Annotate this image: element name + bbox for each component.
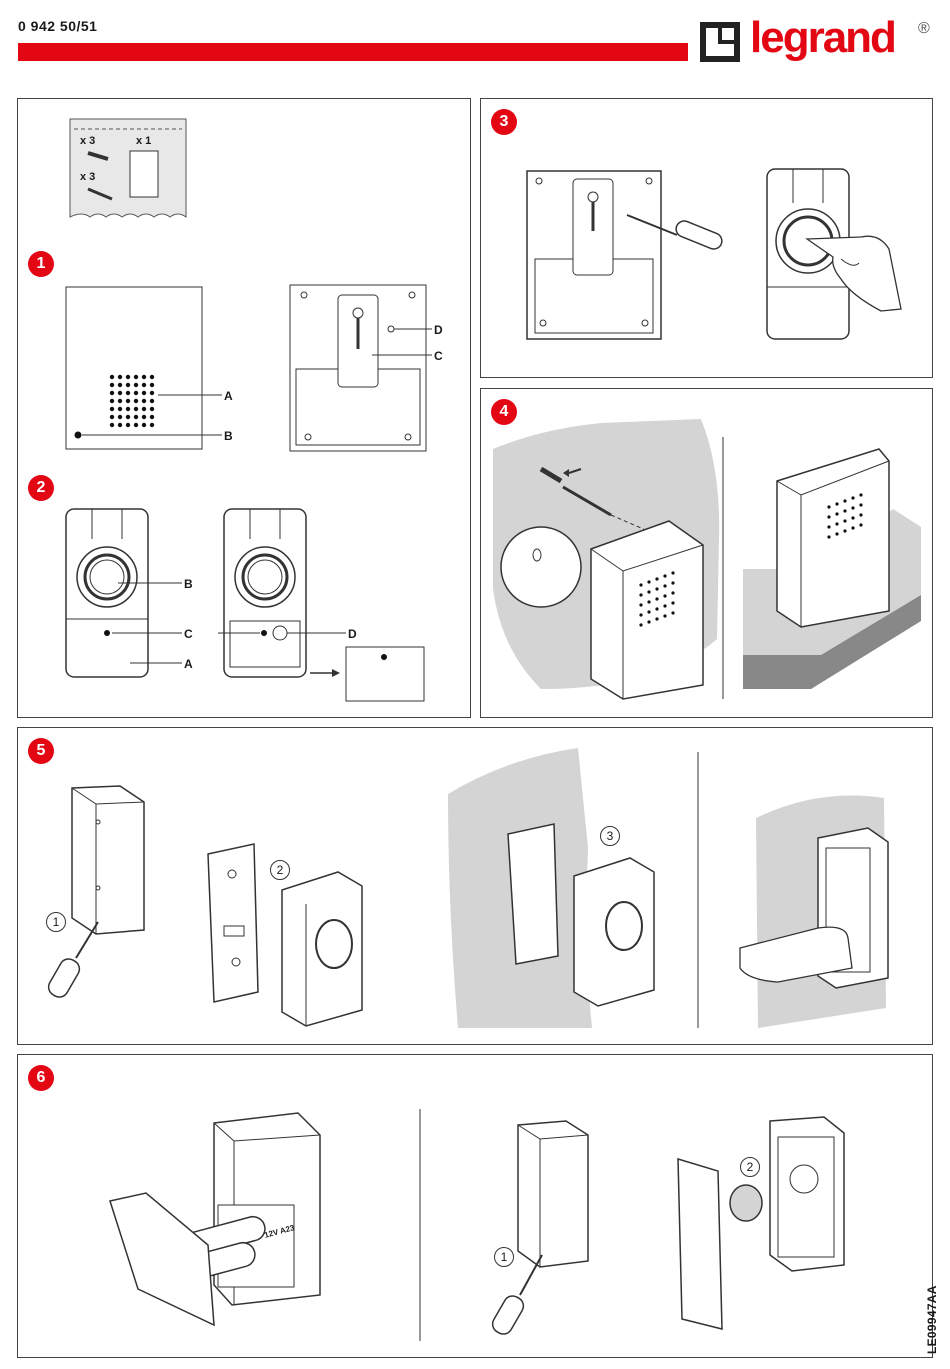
step-2-badge: 2 [28,475,54,501]
step2-label-a: A [184,657,193,671]
panel-step-4: 4 [480,388,933,718]
step5-sub-1: 1 [46,912,66,932]
step-3-illustration [526,168,902,340]
plugs-quantity: x 3 [80,135,96,147]
screw-icon [539,466,612,517]
step5-sub-2: 2 [270,860,290,880]
panel-steps-1-2: x 3 x 3 x 1 1 A B D C 2 B C A D [17,98,471,718]
step-4-illustration [493,419,921,700]
label-quantity: x 1 [136,135,152,147]
step-5-badge: 5 [28,738,54,764]
step-4-badge: 4 [491,399,517,425]
header-red-bar [18,43,688,61]
step2-label-b: B [184,577,193,591]
steps-1-2-illustration [65,118,432,702]
finger-icon [805,235,902,312]
screwdriver-icon [626,214,723,250]
arrow-icon [310,669,340,677]
step1-label-c: C [434,349,443,363]
step-5-illustration [47,748,889,1028]
step-1-badge: 1 [28,251,54,277]
step2-label-d: D [348,627,357,641]
step-3-badge: 3 [491,109,517,135]
brand-name: legrand [750,13,897,62]
step1-label-d: D [434,323,443,337]
panel-step-5: 5 1 2 3 [17,727,933,1045]
step-6-illustration [109,1109,845,1341]
panel-step-6: 6 12V A23 1 2 [17,1054,933,1358]
screws-quantity: x 3 [80,171,96,183]
step2-label-c: C [184,627,193,641]
panel-step-3: 3 [480,98,933,378]
step6-sub-2: 2 [740,1157,760,1177]
registered-mark: ® [918,20,930,37]
step5-sub-3: 3 [600,826,620,846]
step1-label-a: A [224,389,233,403]
product-reference: 0 942 50/51 [18,18,98,34]
step6-sub-1: 1 [494,1247,514,1267]
logo-icon [700,22,740,62]
document-code: LE09947AA [925,1285,939,1354]
step-6-badge: 6 [28,1065,54,1091]
step1-label-b: B [224,429,233,443]
